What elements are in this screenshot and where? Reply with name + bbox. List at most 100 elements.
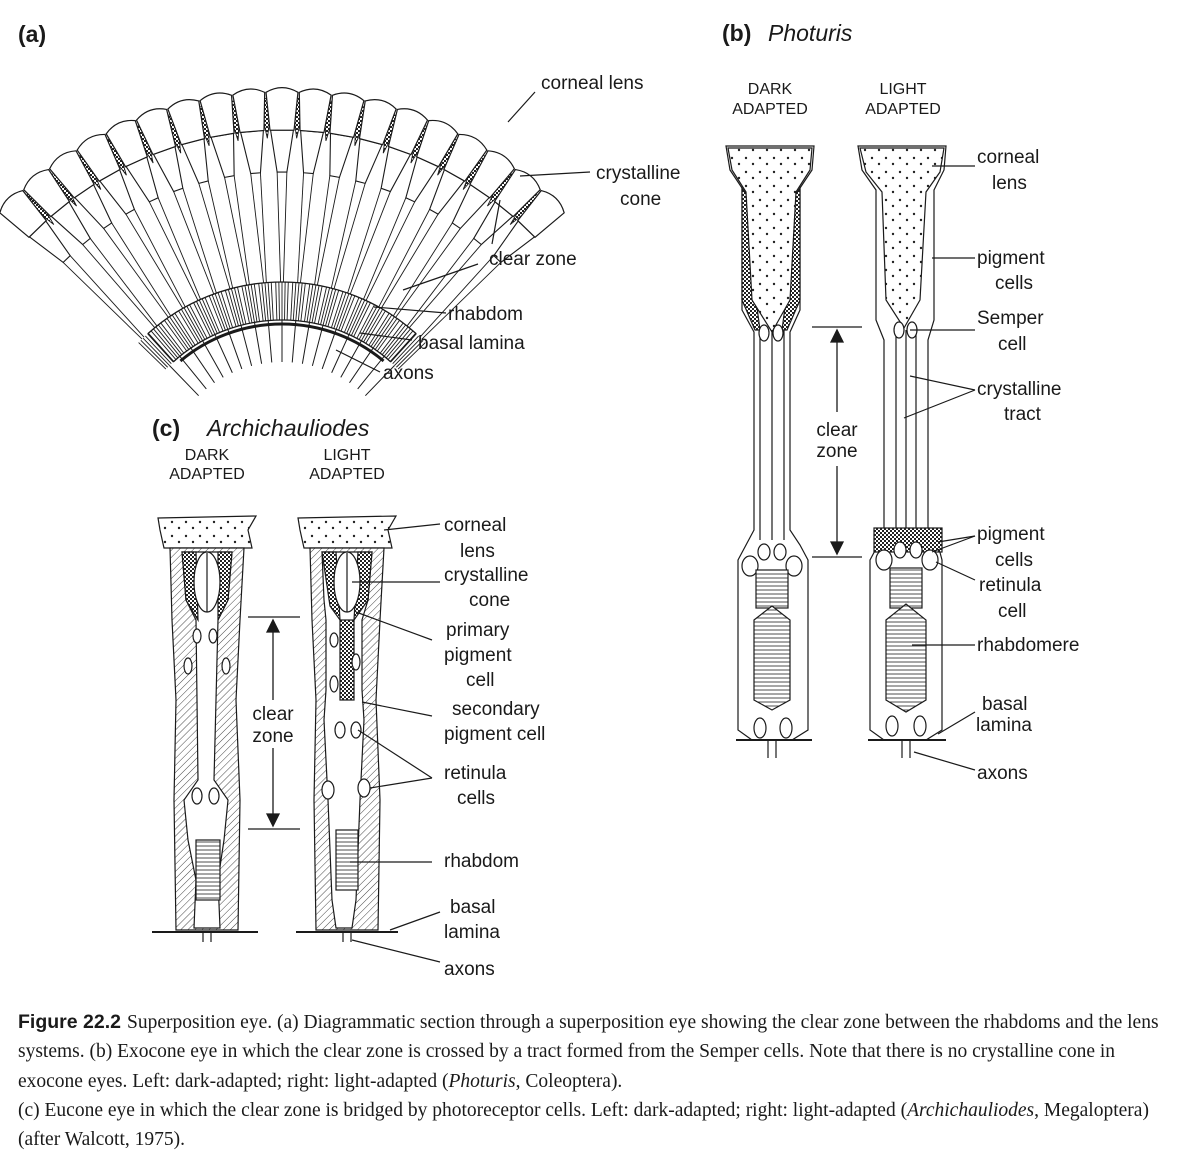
axon	[240, 325, 253, 367]
clear-zone-tract	[380, 213, 439, 309]
corneal-lens-facet	[443, 133, 488, 182]
rhabdom-fibre	[390, 333, 417, 363]
panel-c-clear-zone-2: zone	[252, 726, 293, 747]
rhabdom-fibre	[304, 283, 311, 322]
axon	[253, 322, 263, 364]
label-secondary-pigment-1: secondary	[452, 699, 540, 720]
panel-a-letter: (a)	[18, 21, 46, 47]
rhabdom-fibre	[227, 289, 239, 327]
rhabdom-fibre	[189, 304, 208, 339]
axon	[311, 325, 324, 367]
clear-zone-tract	[392, 222, 453, 317]
rhabdom-fibre	[343, 297, 360, 333]
axon	[227, 329, 243, 370]
rhabdom-fibre	[350, 301, 369, 336]
rhabdom-fibre	[244, 285, 253, 323]
rhabdom-fibre	[338, 294, 353, 331]
crystalline-cone	[269, 129, 295, 173]
rhabdom-fibre	[381, 324, 407, 355]
label-corneal-lens-c-1: corneal	[444, 515, 506, 536]
panel-b-light-1: LIGHT	[879, 81, 926, 98]
rhabdom-fibre	[155, 326, 181, 357]
clear-zone-tract	[250, 173, 265, 283]
label-crystalline-tract-1: crystalline	[977, 379, 1061, 400]
rhabdom-fibre	[267, 282, 272, 321]
panel-b-light-ommatidium	[857, 145, 947, 758]
clear-zone-tract	[395, 228, 461, 318]
rhabdom-fibre	[138, 342, 167, 370]
axon	[291, 320, 297, 363]
panel-a-eye-drawing	[0, 87, 565, 397]
clear-zone-tract	[378, 209, 431, 308]
label-corneal-lens-b-2: lens	[992, 173, 1027, 194]
corneal-lens-facet	[232, 88, 266, 134]
rhabdom-fibre	[183, 307, 204, 341]
corneal-lens-facet	[0, 189, 48, 239]
clear-zone-tract	[182, 188, 217, 294]
rhabdom-fibre	[297, 282, 303, 321]
label-axons-a: axons	[383, 363, 434, 384]
crystalline-cone	[300, 129, 325, 175]
corneal-lens-facet	[105, 119, 149, 168]
axon	[214, 334, 233, 373]
axon	[364, 365, 395, 397]
rhabdom-fibre	[387, 330, 414, 360]
caption-species-b: Photuris	[448, 1070, 516, 1092]
clear-zone-tract	[299, 173, 314, 283]
caption-text-2: (c) Eucone eye in which the clear zone i…	[18, 1099, 908, 1121]
rhabdom-fibre	[198, 299, 216, 335]
label-pigment-cells-b2-1: pigment	[977, 524, 1045, 545]
corneal-lens-facet	[48, 150, 95, 199]
panel-a: (a) corneal lens crystalline cone clear …	[0, 21, 680, 397]
corneal-lens-facet	[493, 168, 541, 218]
clear-zone-tract	[282, 172, 288, 283]
panel-c-clear-zone-1: clear	[252, 704, 294, 725]
label-rhabdom-c: rhabdom	[444, 851, 519, 872]
panel-c-dark-1: DARK	[185, 447, 230, 464]
label-corneal-lens-b-1: corneal	[977, 147, 1039, 168]
axon	[357, 355, 385, 390]
axon	[190, 347, 215, 384]
rhabdom-fibre	[208, 295, 224, 332]
clear-zone-tract	[408, 244, 482, 328]
label-basal-lamina-b-1: basal	[982, 694, 1027, 715]
panel-b-dark-ommatidium	[725, 145, 815, 758]
rhabdom-fibre	[169, 316, 192, 349]
rhabdom-fibre	[363, 308, 384, 343]
rhabdom-fibre	[330, 291, 344, 328]
clear-zone-tract	[125, 213, 184, 309]
panel-c-dark-ommatidium	[152, 515, 258, 942]
panel-c-dark-2: ADAPTED	[169, 466, 245, 483]
rhabdom-fibre	[340, 295, 356, 332]
clear-zone-tract	[421, 262, 502, 340]
label-corneal-lens-c-2: lens	[460, 541, 495, 562]
label-rhabdom-a: rhabdom	[448, 304, 523, 325]
rhabdom-fibre	[335, 293, 350, 330]
crystalline-cone	[181, 138, 209, 185]
label-basal-lamina-b-2: lamina	[976, 715, 1032, 736]
panel-c-clear-zone-arrow	[248, 616, 300, 830]
clear-zone-tract	[314, 175, 331, 285]
clear-zone-tract	[82, 244, 156, 328]
panel-b-dark-2: ADAPTED	[732, 101, 808, 118]
rhabdom-fibre	[160, 322, 185, 354]
clear-zone-tract	[111, 222, 172, 317]
rhabdom-fibre	[314, 285, 323, 324]
label-crystalline-cone-a-2: cone	[620, 189, 661, 210]
rhabdom-fibre	[258, 283, 264, 322]
corneal-lens-facet	[199, 92, 235, 139]
clear-zone-tract	[103, 228, 169, 318]
corneal-lens-facet	[516, 189, 565, 239]
rhabdom-fibre	[264, 282, 269, 321]
rhabdom-fibre	[278, 282, 280, 321]
axon	[202, 340, 224, 378]
corneal-lens-facet	[387, 108, 429, 156]
label-crystalline-tract-2: tract	[1004, 404, 1042, 425]
panel-b-clear-zone-2: zone	[816, 441, 857, 462]
label-secondary-pigment-2: pigment cell	[444, 724, 545, 745]
rhabdom-fibre	[224, 290, 237, 327]
rhabdom-fibre	[217, 292, 231, 329]
caption-text-2-end: , Megaloptera) (after Walcott, 1975).	[18, 1099, 1149, 1151]
label-primary-pigment-1: primary	[446, 620, 510, 641]
